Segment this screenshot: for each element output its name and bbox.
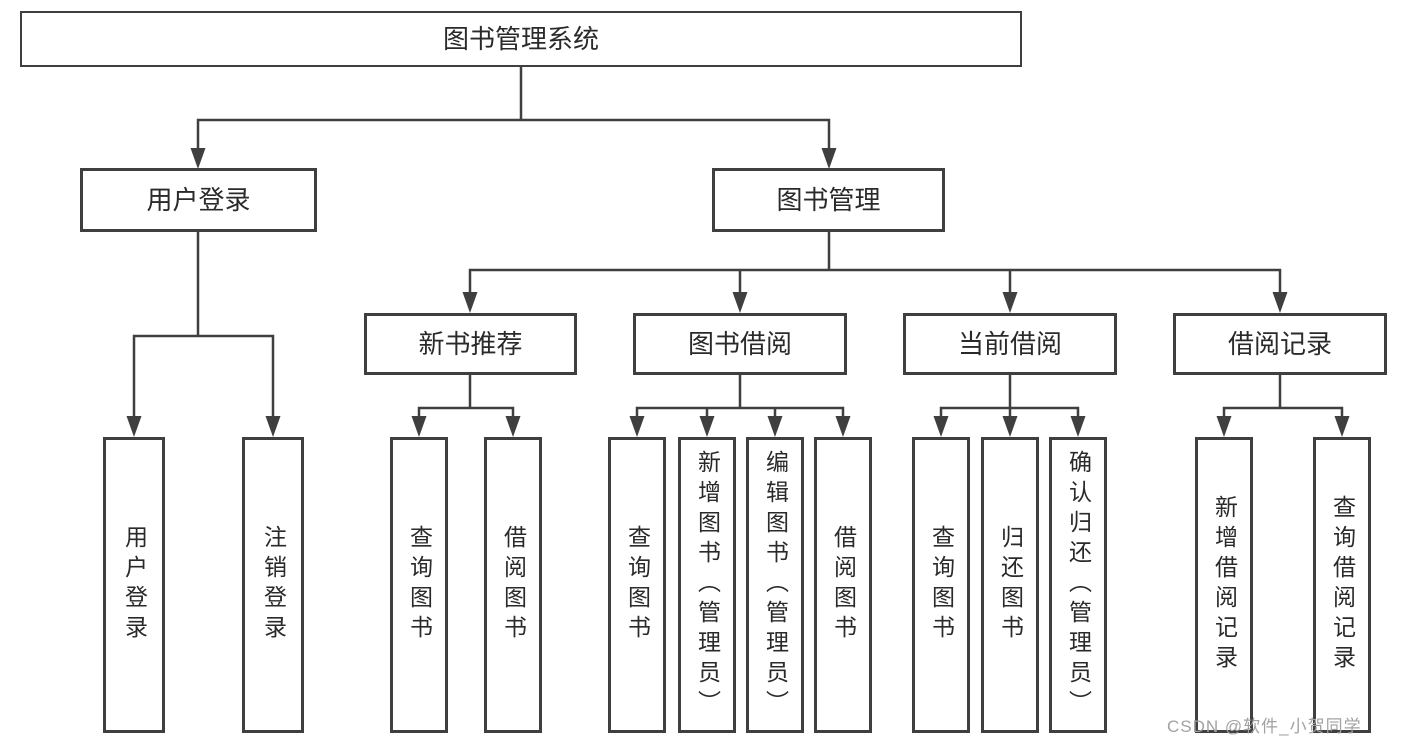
leaf-label: 新增借阅记录 <box>1211 495 1238 675</box>
node-book-management: 图书管理 <box>712 168 945 232</box>
connector-new-book-recommend <box>417 373 515 420</box>
leaf-return-book: 归还图书 <box>981 437 1039 733</box>
connector-book-management <box>468 230 1282 296</box>
leaf-label: 查询图书 <box>406 525 433 645</box>
arrow-down-icon <box>835 416 851 437</box>
connector-user-login <box>132 230 275 420</box>
arrow-down-icon <box>190 148 206 169</box>
leaf-add-book-admin: 新增图书（管理员） <box>678 437 736 733</box>
leaf-borrow-books: 借阅图书 <box>814 437 872 733</box>
leaf-user-login: 用户登录 <box>103 437 165 733</box>
leaf-label: 用户登录 <box>121 525 148 645</box>
leaf-query-borrow-record: 查询借阅记录 <box>1313 437 1371 733</box>
node-label: 借阅记录 <box>1227 329 1332 359</box>
node-user-login: 用户登录 <box>80 168 317 232</box>
node-library-management-system: 图书管理系统 <box>20 11 1022 67</box>
arrow-down-icon <box>629 416 645 437</box>
arrow-down-icon <box>732 292 748 313</box>
leaf-label: 注销登录 <box>260 525 287 645</box>
leaf-edit-book-admin: 编辑图书（管理员） <box>746 437 804 733</box>
leaf-label: 编辑图书（管理员） <box>762 450 789 720</box>
node-label: 图书管理系统 <box>442 24 599 54</box>
arrow-down-icon <box>1216 416 1232 437</box>
leaf-label: 查询图书 <box>624 525 651 645</box>
arrow-down-icon <box>126 416 142 437</box>
node-current-borrow: 当前借阅 <box>903 313 1117 375</box>
leaf-query-books-recommend: 查询图书 <box>390 437 448 733</box>
connector-book-borrow <box>635 373 845 420</box>
node-label: 当前借阅 <box>957 329 1062 359</box>
arrow-down-icon <box>1070 416 1086 437</box>
arrow-down-icon <box>1002 416 1018 437</box>
leaf-label: 借阅图书 <box>830 525 857 645</box>
node-borrow-records: 借阅记录 <box>1173 313 1387 375</box>
arrow-down-icon <box>1334 416 1350 437</box>
node-label: 用户登录 <box>146 185 251 215</box>
connector-borrow-records <box>1222 373 1344 420</box>
arrow-down-icon <box>462 292 478 313</box>
node-label: 图书借阅 <box>687 329 792 359</box>
leaf-add-borrow-record: 新增借阅记录 <box>1195 437 1253 733</box>
node-new-book-recommend: 新书推荐 <box>364 313 577 375</box>
arrow-down-icon <box>933 416 949 437</box>
connector-current-borrow <box>939 373 1080 420</box>
arrow-down-icon <box>1272 292 1288 313</box>
arrow-down-icon <box>699 416 715 437</box>
arrow-down-icon <box>767 416 783 437</box>
csdn-watermark: CSDN @软件_小贺同学 <box>1167 717 1362 736</box>
leaf-label: 新增图书（管理员） <box>694 450 721 720</box>
leaf-label: 确认归还（管理员） <box>1065 450 1092 720</box>
connector-root <box>196 65 831 152</box>
node-label: 图书管理 <box>776 185 881 215</box>
leaf-borrow-books-recommend: 借阅图书 <box>484 437 542 733</box>
node-label: 新书推荐 <box>418 329 523 359</box>
leaf-label: 查询借阅记录 <box>1329 495 1356 675</box>
arrow-down-icon <box>505 416 521 437</box>
leaf-label: 归还图书 <box>997 525 1024 645</box>
leaf-confirm-return-admin: 确认归还（管理员） <box>1049 437 1107 733</box>
arrow-down-icon <box>1002 292 1018 313</box>
leaf-query-books-borrow: 查询图书 <box>608 437 666 733</box>
node-book-borrow: 图书借阅 <box>633 313 847 375</box>
arrowheads <box>126 148 1350 437</box>
arrow-down-icon <box>265 416 281 437</box>
leaf-label: 查询图书 <box>928 525 955 645</box>
arrow-down-icon <box>411 416 427 437</box>
leaf-label: 借阅图书 <box>500 525 527 645</box>
leaf-logout-login: 注销登录 <box>242 437 304 733</box>
arrow-down-icon <box>821 148 837 169</box>
leaf-query-books-current: 查询图书 <box>912 437 970 733</box>
